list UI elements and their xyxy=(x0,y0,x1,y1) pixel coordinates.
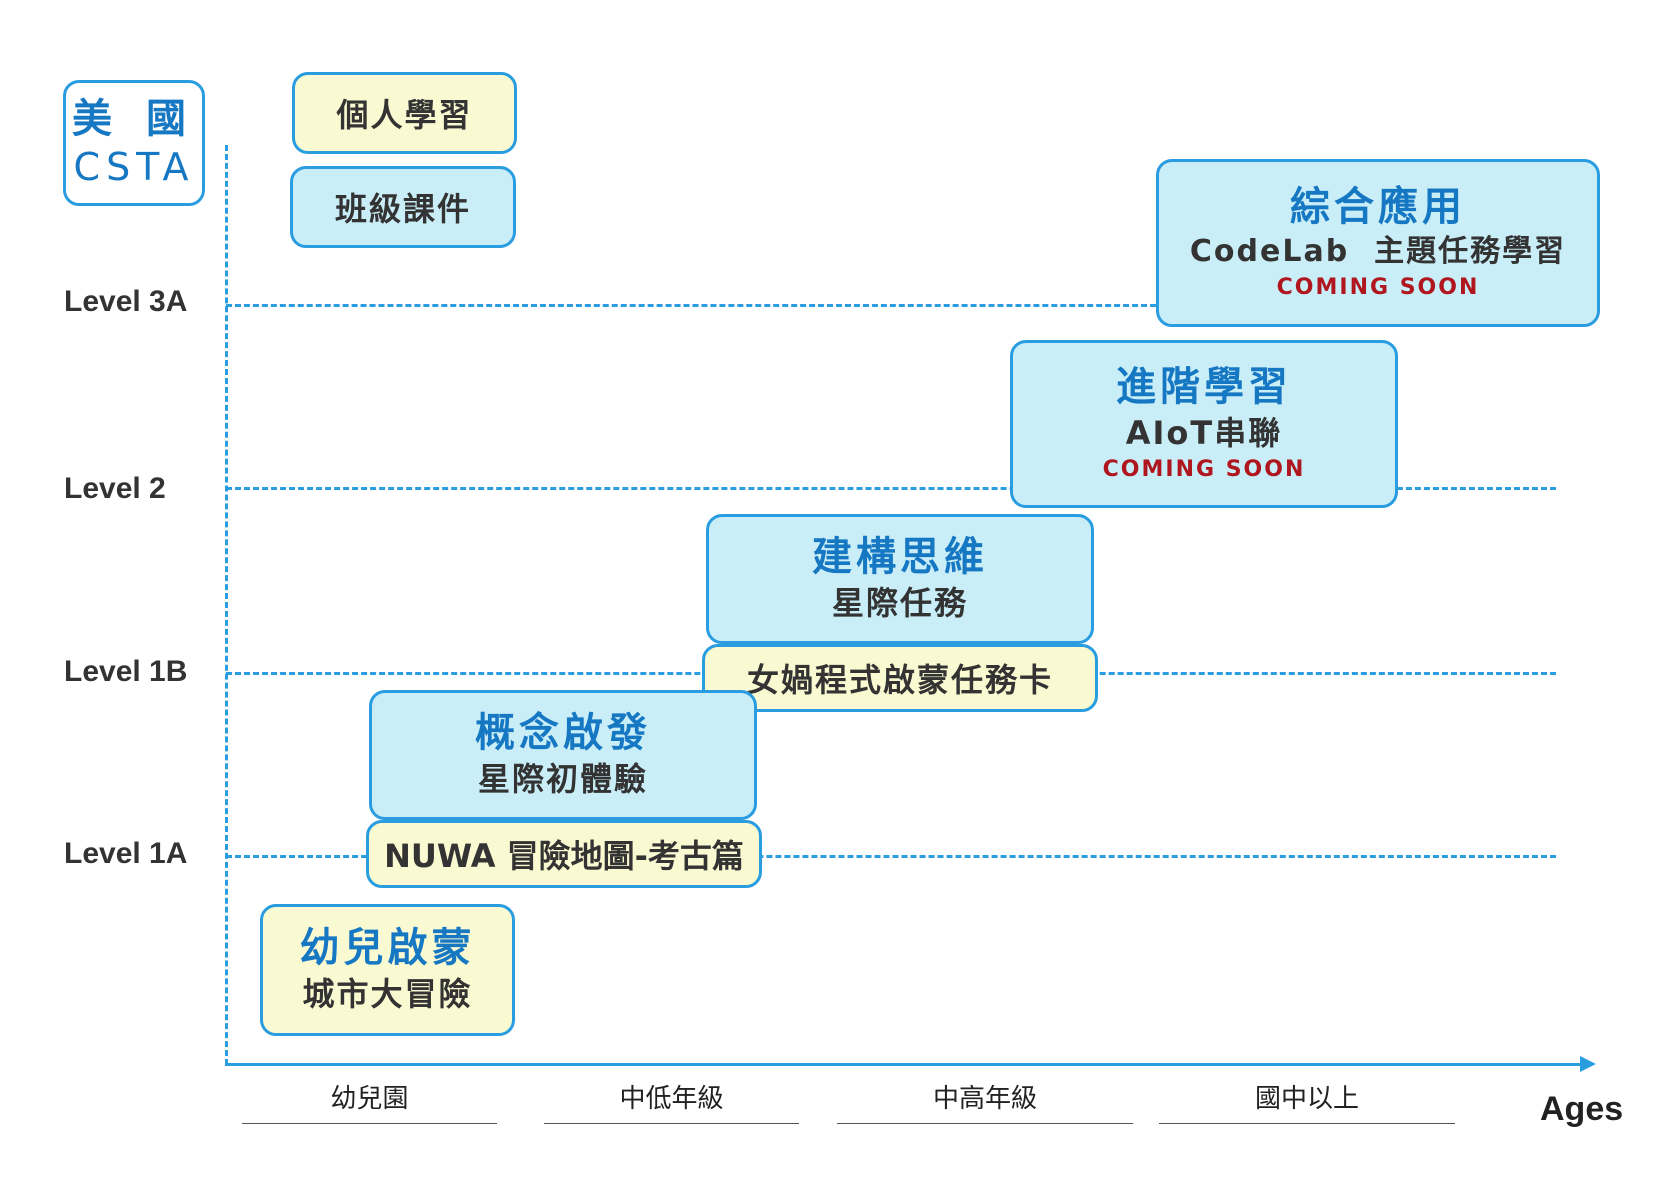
construct-thinking-box: 建構思維 星際任務 xyxy=(706,514,1094,644)
construct-thinking-subtitle: 星際任務 xyxy=(831,584,968,623)
integrated-application-subtitle: CodeLab 主題任務學習 xyxy=(1189,234,1567,270)
level-1a-line xyxy=(226,855,1556,858)
advanced-learning-subtitle: AIoT串聯 xyxy=(1125,414,1283,452)
integrated-application-title: 綜合應用 xyxy=(1290,184,1466,231)
kids-enlightenment-box: 幼兒啟蒙 城市大冒險 xyxy=(260,904,515,1036)
integrated-application-status: COMING SOON xyxy=(1276,274,1480,300)
kids-enlightenment-title: 幼兒啟蒙 xyxy=(299,925,476,972)
level-2-line xyxy=(226,487,1556,490)
nuwa-task-cards-label: 女媧程式啟蒙任務卡 xyxy=(746,661,1053,699)
concept-inspiration-title: 概念啟發 xyxy=(475,710,651,757)
concept-inspiration-box: 概念啟發 星際初體驗 xyxy=(369,690,757,820)
x-axis xyxy=(225,1063,1585,1066)
ages-axis-label: Ages xyxy=(1540,1090,1624,1128)
age-lower-grades: 中低年級 xyxy=(619,1084,724,1114)
level-2-label: Level 2 xyxy=(64,472,166,505)
csta-badge: 美 國 CSTA xyxy=(63,80,205,206)
age-kindergarten: 幼兒園 xyxy=(330,1084,409,1114)
advanced-learning-box: 進階學習 AIoT串聯 COMING SOON xyxy=(1010,340,1398,508)
personal-learning-label: 個人學習 xyxy=(336,96,473,134)
level-1a-label: Level 1A xyxy=(64,837,188,870)
concept-inspiration-subtitle: 星際初體驗 xyxy=(477,760,648,799)
age-upper-grades: 中高年級 xyxy=(932,1084,1037,1114)
level-3a-label: Level 3A xyxy=(64,285,188,318)
age-kindergarten-underline xyxy=(242,1123,497,1124)
y-axis xyxy=(225,145,228,1065)
class-courseware-label: 班級課件 xyxy=(334,190,471,228)
age-lower-grades-underline xyxy=(544,1123,799,1124)
nuwa-adventure-map-box: NUWA 冒險地圖-考古篇 xyxy=(366,820,762,888)
nuwa-task-cards-box: 女媧程式啟蒙任務卡 xyxy=(702,644,1098,712)
age-junior-high-plus-underline xyxy=(1159,1123,1455,1124)
construct-thinking-title: 建構思維 xyxy=(812,534,988,581)
advanced-learning-status: COMING SOON xyxy=(1102,457,1306,483)
x-axis-arrowhead xyxy=(1580,1056,1596,1072)
level-3a-line xyxy=(226,304,1156,307)
age-junior-high-plus: 國中以上 xyxy=(1254,1084,1359,1114)
advanced-learning-title: 進階學習 xyxy=(1116,364,1292,410)
nuwa-adventure-map-label: NUWA 冒險地圖-考古篇 xyxy=(384,837,744,875)
kids-enlightenment-subtitle: 城市大冒險 xyxy=(302,975,473,1014)
level-1b-label: Level 1B xyxy=(64,655,188,688)
csta-badge-line2: CSTA xyxy=(73,145,195,190)
personal-learning-box: 個人學習 xyxy=(292,72,517,154)
integrated-application-box: 綜合應用 CodeLab 主題任務學習 COMING SOON xyxy=(1156,159,1600,327)
csta-badge-line1: 美 國 xyxy=(72,96,196,143)
age-upper-grades-underline xyxy=(837,1123,1133,1124)
class-courseware-box: 班級課件 xyxy=(290,166,516,248)
